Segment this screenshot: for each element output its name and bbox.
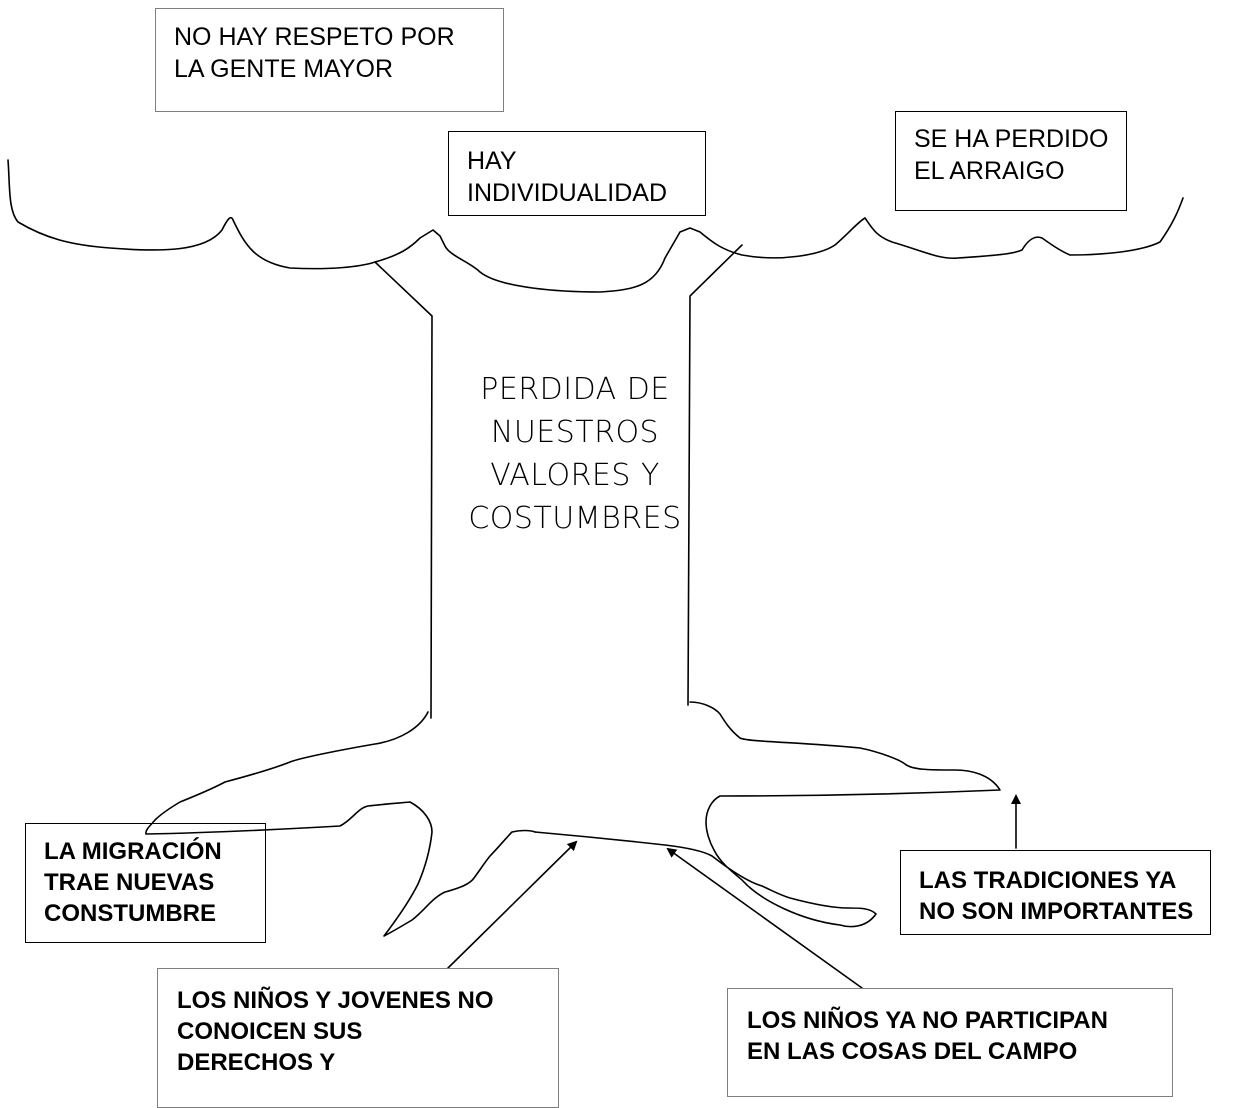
- canopy-outline: [7, 159, 1184, 293]
- trunk-left-outline: [374, 261, 433, 719]
- cause-box-migracion: LA MIGRACIÓN TRAE NUEVAS CONSTUMBRE: [25, 823, 266, 943]
- effect-box-individualidad: HAY INDIVIDUALIDAD: [448, 131, 706, 216]
- cause-text-line: CONSTUMBRE: [44, 900, 216, 927]
- effect-text-line: NO HAY RESPETO POR: [174, 23, 455, 51]
- trunk-title: PERDIDA DE NUESTROS VALORES Y COSTUMBRES: [440, 368, 710, 540]
- cause-text-line: LAS TRADICIONES YA: [919, 867, 1177, 894]
- trunk-title-line: PERDIDA DE: [480, 372, 670, 407]
- root-left-outline: [145, 711, 536, 937]
- effect-box-respeto: NO HAY RESPETO POR LA GENTE MAYOR: [155, 8, 504, 112]
- cause-box-derechos: LOS NIÑOS Y JOVENES NO CONOICEN SUS DERE…: [157, 968, 559, 1108]
- root-bottom-outline: [534, 701, 1001, 928]
- trunk-title-line: NUESTROS: [490, 415, 660, 450]
- cause-text-line: LA MIGRACIÓN: [44, 838, 222, 865]
- cause-text-line: EN LAS COSAS DEL CAMPO: [747, 1038, 1078, 1065]
- effect-text-line: INDIVIDUALIDAD: [467, 179, 668, 207]
- trunk-title-line: VALORES Y: [490, 458, 660, 493]
- trunk-right-outline: [687, 244, 743, 706]
- cause-text-line: LOS NIÑOS YA NO PARTICIPAN: [747, 1007, 1108, 1034]
- effect-text-line: HAY: [467, 147, 517, 175]
- trunk-title-line: COSTUMBRES: [468, 501, 682, 536]
- cause-text-line: CONOICEN SUS: [177, 1018, 363, 1045]
- effect-box-arraigo: SE HA PERDIDO EL ARRAIGO: [895, 111, 1127, 211]
- effect-text-line: SE HA PERDIDO: [914, 125, 1109, 153]
- cause-box-campo: LOS NIÑOS YA NO PARTICIPAN EN LAS COSAS …: [727, 988, 1173, 1097]
- cause-text-line: NO SON IMPORTANTES: [919, 898, 1194, 925]
- cause-text-line: DERECHOS Y: [177, 1049, 336, 1076]
- arrow-campo: [666, 847, 863, 989]
- effect-text-line: LA GENTE MAYOR: [174, 55, 394, 83]
- effect-text-line: EL ARRAIGO: [914, 157, 1065, 185]
- arrow-derechos: [447, 840, 578, 969]
- cause-text-line: LOS NIÑOS Y JOVENES NO: [177, 987, 494, 1014]
- cause-text-line: TRAE NUEVAS: [44, 869, 215, 896]
- cause-box-tradiciones: LAS TRADICIONES YA NO SON IMPORTANTES: [900, 850, 1211, 935]
